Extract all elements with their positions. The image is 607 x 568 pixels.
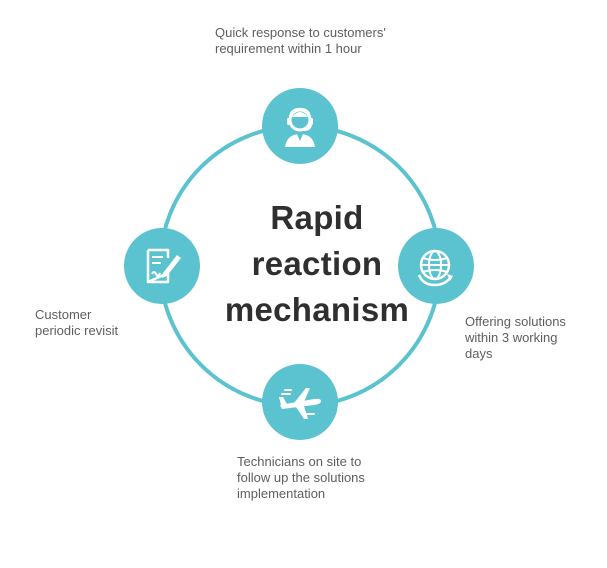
node-bottom bbox=[262, 364, 338, 440]
center-title: Rapid reaction mechanism bbox=[224, 199, 410, 328]
customer-service-agent-icon bbox=[285, 107, 315, 147]
label-left: Customer periodic revisit bbox=[35, 307, 119, 338]
label-right: Offering solutions within 3 working days bbox=[465, 314, 566, 361]
label-top: Quick response to customers' requirement… bbox=[215, 25, 386, 56]
node-left bbox=[124, 228, 200, 304]
globe-icon bbox=[417, 249, 453, 287]
node-right bbox=[398, 228, 474, 304]
airplane-icon bbox=[279, 388, 321, 419]
label-bottom: Technicians on site to follow up the sol… bbox=[237, 454, 365, 501]
node-top bbox=[262, 88, 338, 164]
document-pen-icon bbox=[146, 248, 181, 284]
